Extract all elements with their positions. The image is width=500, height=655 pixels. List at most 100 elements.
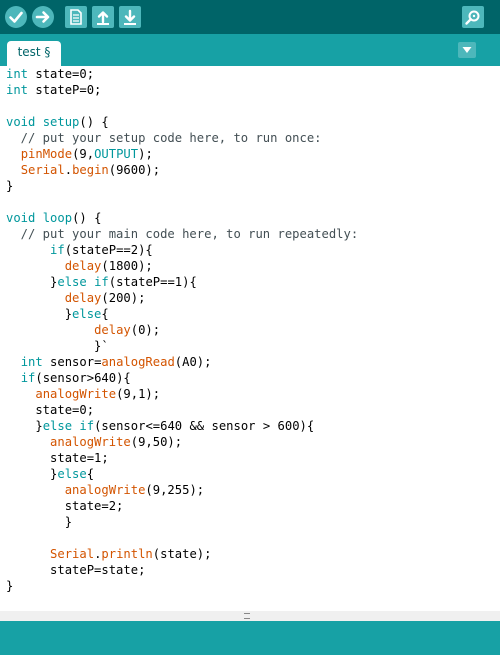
code-token: state=0; [28, 67, 95, 81]
pane-divider[interactable] [0, 611, 500, 621]
code-line: delay(1800); [6, 258, 358, 274]
code-token: pinMode [20, 147, 73, 161]
code-token: (200); [101, 291, 146, 305]
code-token [6, 163, 21, 177]
code-line: Serial.begin(9600); [6, 162, 358, 178]
serial-monitor-button[interactable] [462, 6, 484, 28]
code-line [6, 194, 358, 210]
code-line: int state=0; [6, 66, 358, 82]
arrow-up-icon [97, 11, 109, 25]
code-token: . [94, 547, 102, 561]
code-line: Serial.println(state); [6, 546, 358, 562]
code-line: } [6, 514, 358, 530]
open-button[interactable] [92, 6, 114, 28]
code-token: begin [72, 163, 109, 177]
code-token: } [6, 515, 73, 529]
code-token: (0); [130, 323, 161, 337]
code-token: int [6, 83, 29, 97]
code-line: int sensor=analogRead(A0); [6, 354, 358, 370]
code-token: // put your main code here, to run repea… [6, 227, 359, 241]
code-token: loop [42, 211, 73, 225]
code-editor[interactable]: int state=0;int stateP=0;void setup() { … [0, 66, 500, 611]
arrow-down-icon [124, 9, 136, 25]
code-line: }else{ [6, 306, 358, 322]
code-line: }` [6, 338, 358, 354]
tab-label: test § [17, 45, 51, 59]
code-token: } [6, 419, 43, 433]
code-token [6, 547, 50, 561]
code-token [6, 387, 35, 401]
code-line: pinMode(9,OUTPUT); [6, 146, 358, 162]
code-token: } [6, 579, 14, 593]
code-token: (1800); [101, 259, 153, 273]
checkmark-icon [9, 11, 23, 23]
code-line [6, 98, 358, 114]
code-line: // put your main code here, to run repea… [6, 226, 359, 242]
code-token: stateP=0; [28, 83, 102, 97]
code-token: (stateP==1){ [108, 275, 197, 289]
code-token: stateP=state; [6, 563, 146, 577]
code-line: stateP=state; [6, 562, 358, 578]
code-line: int stateP=0; [6, 82, 358, 98]
code-token: }` [6, 339, 109, 353]
code-token [6, 243, 50, 257]
code-token: setup [42, 115, 80, 129]
code-token: (9, [72, 147, 95, 161]
divider-grip-icon[interactable] [244, 613, 250, 619]
code-token: else [57, 467, 87, 481]
code-token: } [6, 179, 14, 193]
code-token: Serial [20, 163, 65, 177]
code-token: () { [79, 115, 109, 129]
code-token [6, 259, 65, 273]
upload-button[interactable] [32, 6, 54, 28]
code-token: int [20, 355, 43, 369]
code-token: // put your setup code here, to run once… [6, 131, 322, 145]
code-line: if(stateP==2){ [6, 242, 358, 258]
new-button[interactable] [65, 6, 87, 28]
code-line: state=2; [6, 498, 358, 514]
code-token: { [86, 467, 95, 481]
code-token: delay [64, 259, 102, 273]
code-token: () { [72, 211, 102, 225]
code-token: sensor= [42, 355, 102, 369]
code-line: }else if(sensor<=640 && sensor > 600){ [6, 418, 358, 434]
tab-menu-button[interactable] [458, 42, 476, 58]
code-token [6, 291, 65, 305]
code-line: }else if(stateP==1){ [6, 274, 358, 290]
code-token: state=1; [6, 451, 109, 465]
save-button[interactable] [119, 6, 141, 28]
code-line: }else{ [6, 466, 358, 482]
code-token: (A0); [174, 355, 212, 369]
code-token [35, 211, 42, 225]
code-token: if [79, 419, 95, 433]
code-token: state=0; [6, 403, 95, 417]
code-token [6, 147, 21, 161]
code-token: (9,255); [145, 483, 205, 497]
code-line [6, 530, 358, 546]
code-line: } [6, 578, 358, 594]
code-text[interactable]: int state=0;int stateP=0;void setup() { … [6, 66, 358, 594]
code-token [6, 435, 50, 449]
chevron-down-icon [462, 47, 472, 53]
code-token: else [57, 275, 87, 289]
code-token: (sensor<=640 && sensor > 600){ [94, 419, 315, 433]
code-token: Serial [50, 547, 95, 561]
verify-button[interactable] [5, 6, 27, 28]
code-token: (state); [152, 547, 212, 561]
tab-bar: test § [0, 34, 500, 66]
code-token: analogRead [101, 355, 175, 369]
code-line: state=0; [6, 402, 358, 418]
tab-test[interactable]: test § [7, 41, 61, 66]
code-token: println [101, 547, 153, 561]
code-line: if(sensor>640){ [6, 370, 358, 386]
code-token: else [72, 307, 102, 321]
code-token: if [20, 371, 36, 385]
code-token: (stateP==2){ [64, 243, 153, 257]
code-token: { [101, 307, 109, 321]
code-token: } [6, 467, 58, 481]
code-token: (9,50); [130, 435, 183, 449]
code-token: (9,1); [116, 387, 161, 401]
code-line: void loop() { [6, 210, 358, 226]
code-token [6, 371, 21, 385]
code-line: } [6, 178, 358, 194]
